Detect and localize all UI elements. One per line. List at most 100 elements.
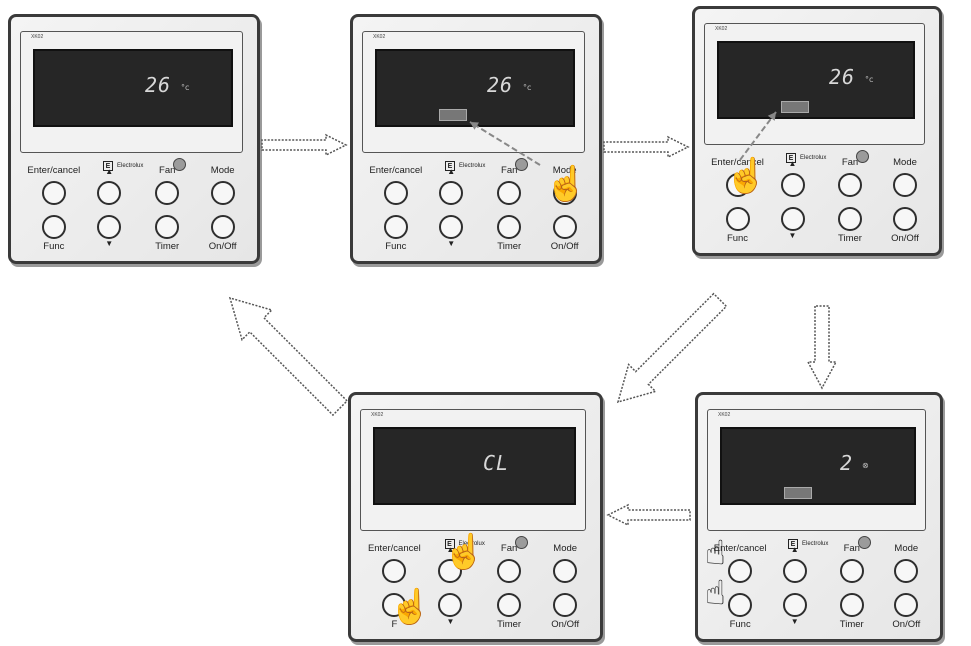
fan-button[interactable] xyxy=(497,559,522,583)
down-button[interactable] xyxy=(439,215,464,239)
lcd-screen: CL xyxy=(373,427,576,505)
down-arrow-icon: ▼ xyxy=(447,239,456,248)
electrolux-icon: E xyxy=(788,539,798,549)
model-label: XK02 xyxy=(715,26,728,32)
on-off-label: On/Off xyxy=(551,619,580,630)
mode-label: Mode xyxy=(893,157,917,168)
timer-label: Timer xyxy=(839,619,864,630)
enter-cancel-button[interactable] xyxy=(41,181,66,205)
pointing-hand-icon: ☝ xyxy=(545,165,588,203)
lcd-segment-indicator xyxy=(781,101,809,113)
enter-cancel-label: Enter/cancel xyxy=(711,157,764,168)
on-off-button[interactable] xyxy=(893,207,917,231)
pointing-hand-icon: ☝ xyxy=(725,157,768,195)
up-arrow-icon: ▲ xyxy=(790,545,799,554)
fan-label: Fan xyxy=(501,165,518,176)
down-arrow-icon: ▼ xyxy=(788,231,797,240)
lcd-screen: 26 °c xyxy=(375,49,575,127)
lcd-unit: °c xyxy=(181,83,190,92)
arrow-step3-to-step4 xyxy=(806,305,838,390)
lcd-readout: 26 xyxy=(829,65,856,89)
model-label: XK02 xyxy=(31,34,44,40)
on-off-button[interactable] xyxy=(894,593,919,617)
lcd-screen: 2⊗ xyxy=(720,427,916,505)
enter-cancel-button[interactable] xyxy=(383,181,408,205)
mode-button[interactable] xyxy=(552,181,577,205)
down-button[interactable] xyxy=(782,593,807,617)
fan-button[interactable] xyxy=(839,559,864,583)
fan-button[interactable] xyxy=(497,181,522,205)
timer-button[interactable] xyxy=(839,593,864,617)
arrow-step4-to-step5 xyxy=(606,503,691,527)
mode-button[interactable] xyxy=(553,559,578,583)
on-off-button[interactable] xyxy=(553,593,578,617)
func-button[interactable] xyxy=(382,593,407,617)
func-button[interactable] xyxy=(728,593,753,617)
down-button[interactable] xyxy=(97,215,122,239)
lcd-unit: °c xyxy=(865,75,874,84)
down-button[interactable] xyxy=(780,207,805,231)
on-off-button[interactable] xyxy=(552,215,577,239)
down-arrow-icon: ▼ xyxy=(790,617,799,626)
brand-logo: E Electrolux xyxy=(445,160,485,172)
enter-cancel-button[interactable] xyxy=(725,173,750,197)
func-label: F xyxy=(391,619,398,630)
status-led-icon xyxy=(515,158,528,171)
on-off-button[interactable] xyxy=(210,215,235,239)
brand-name: Electrolux xyxy=(459,163,486,169)
enter-cancel-label: Enter/cancel xyxy=(27,165,81,176)
up-button[interactable] xyxy=(439,181,464,205)
up-arrow-icon: ▲ xyxy=(446,545,455,554)
timer-button[interactable] xyxy=(497,215,522,239)
on-off-label: On/Off xyxy=(208,241,237,252)
fan-label: Fan xyxy=(841,157,859,168)
model-label: XK02 xyxy=(373,34,386,40)
status-led-icon xyxy=(173,158,186,171)
func-label: Func xyxy=(43,241,65,252)
fan-button[interactable] xyxy=(155,181,180,205)
enter-cancel-button[interactable] xyxy=(728,559,753,583)
timer-button[interactable] xyxy=(155,215,180,239)
up-button[interactable] xyxy=(780,173,805,197)
timer-button[interactable] xyxy=(497,593,522,617)
down-button[interactable] xyxy=(438,593,463,617)
up-button[interactable] xyxy=(438,559,463,583)
timer-label: Timer xyxy=(497,619,522,630)
status-led-icon xyxy=(856,150,869,163)
func-button[interactable] xyxy=(725,207,750,231)
electrolux-icon: E xyxy=(445,161,455,171)
mode-button[interactable] xyxy=(894,559,919,583)
up-arrow-icon: ▲ xyxy=(447,167,456,176)
fan-label: Fan xyxy=(159,165,176,176)
model-label: XK02 xyxy=(371,412,384,418)
enter-cancel-button[interactable] xyxy=(382,559,407,583)
fan-label: Fan xyxy=(843,543,860,554)
mode-button[interactable] xyxy=(893,173,917,197)
enter-cancel-label: Enter/cancel xyxy=(713,543,767,554)
fan-button[interactable] xyxy=(838,173,862,197)
func-label: Func xyxy=(385,241,407,252)
mode-label: Mode xyxy=(553,543,578,554)
arrow-step2-to-step3 xyxy=(603,135,690,159)
pointer-mode-to-display-head xyxy=(470,122,479,130)
up-button[interactable] xyxy=(782,559,807,583)
brand-name: Electrolux xyxy=(117,163,144,169)
mode-button[interactable] xyxy=(210,181,235,205)
up-button[interactable] xyxy=(97,181,122,205)
lcd-readout: 26 xyxy=(487,73,514,97)
func-label: Func xyxy=(726,233,749,244)
lcd-unit: °c xyxy=(523,83,532,92)
down-arrow-icon: ▼ xyxy=(446,617,455,626)
func-button[interactable] xyxy=(41,215,66,239)
func-button[interactable] xyxy=(383,215,408,239)
timer-button[interactable] xyxy=(838,207,862,231)
model-label: XK02 xyxy=(718,412,731,418)
